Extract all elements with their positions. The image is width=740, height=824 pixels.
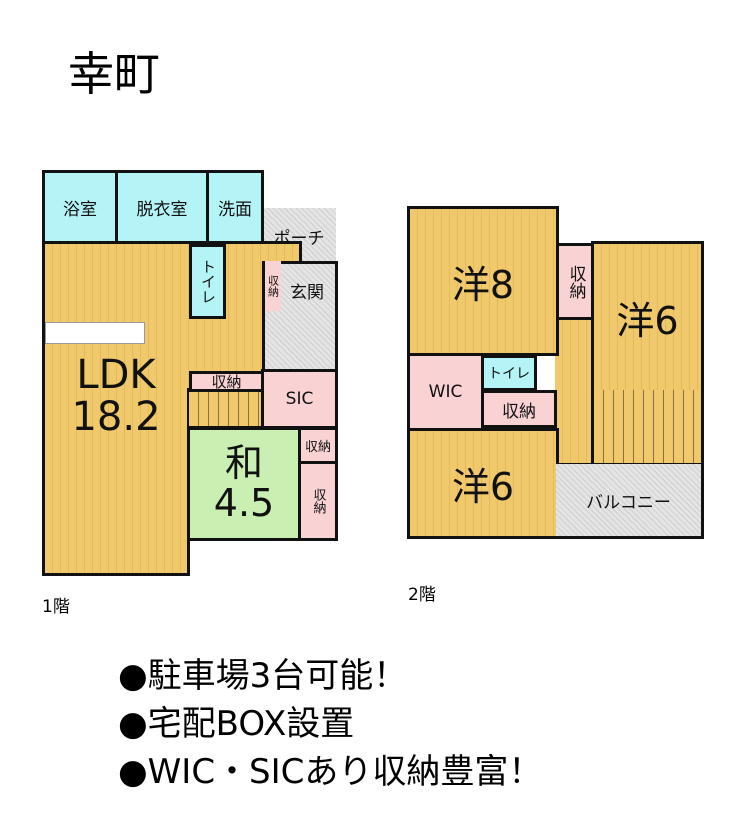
storage-2f-b: 収納 <box>481 390 557 428</box>
kitchen-counter <box>45 322 145 344</box>
room-label: 洗面 <box>218 199 252 220</box>
storage-washitsu-1: 収納 <box>298 427 338 464</box>
room-label: 玄関 <box>290 283 324 303</box>
room-label: 洋6 <box>616 298 679 343</box>
room-label: バルコニー <box>586 492 671 513</box>
balcony: バルコニー <box>556 463 704 539</box>
room-label: トイレ <box>488 366 530 382</box>
room-entrance: 玄関 <box>262 261 338 373</box>
room-label: 浴室 <box>63 199 97 220</box>
washitsu-label: 和 <box>224 441 263 486</box>
storage-washitsu-2: 収納 <box>298 461 338 541</box>
room-sic: SIC <box>261 369 338 429</box>
room-label: 収納 <box>565 264 586 299</box>
room-label: 収納 <box>502 401 536 422</box>
hall-2f <box>555 316 595 466</box>
room-toilet-2f: トイレ <box>481 355 537 391</box>
feature-note: ●宅配BOX設置 <box>118 704 355 744</box>
room-label: 洋6 <box>451 465 515 509</box>
room-western-6b: 洋6 <box>407 428 559 539</box>
room-washroom: 洗面 <box>206 170 264 244</box>
room-label: 収納 <box>304 440 331 455</box>
room-label: SIC <box>285 389 314 409</box>
room-label: 脱衣室 <box>136 199 188 220</box>
room-dressing: 脱衣室 <box>115 170 209 244</box>
room-label: 洋8 <box>451 262 515 307</box>
storage-entrance: 収納 <box>262 261 281 311</box>
room-label: 収納 <box>266 275 280 297</box>
room-label: WIC <box>428 382 463 402</box>
ldk-size: 18.2 <box>71 393 161 440</box>
storage-2f-a: 収納 <box>556 243 594 320</box>
room-toilet-1f: トイレ <box>189 244 226 319</box>
stairs-1f <box>189 392 263 429</box>
room-western-6a: 洋6 <box>591 241 704 393</box>
room-label: 収納 <box>211 373 242 391</box>
ldk-label: LDK <box>76 351 156 398</box>
room-label: 収納 <box>310 488 326 514</box>
page-title: 幸町 <box>68 47 160 101</box>
room-label: トイレ <box>199 259 217 304</box>
floor-label-2f: 2階 <box>408 585 436 605</box>
room-bath: 浴室 <box>42 170 118 244</box>
feature-note: ●WIC・SICあり収納豊富！ <box>118 752 543 792</box>
washitsu-size: 4.5 <box>213 481 275 525</box>
feature-note: ●駐車場3台可能！ <box>118 656 408 696</box>
room-washitsu: 和 4.5 <box>187 427 301 541</box>
floor-label-1f: 1階 <box>42 597 70 617</box>
room-western-8: 洋8 <box>407 206 559 356</box>
stairs-2f <box>591 390 704 466</box>
storage-hall: 収納 <box>189 371 264 392</box>
room-wic: WIC <box>407 353 484 431</box>
room-ldk: LDK 18.2 <box>42 354 190 576</box>
